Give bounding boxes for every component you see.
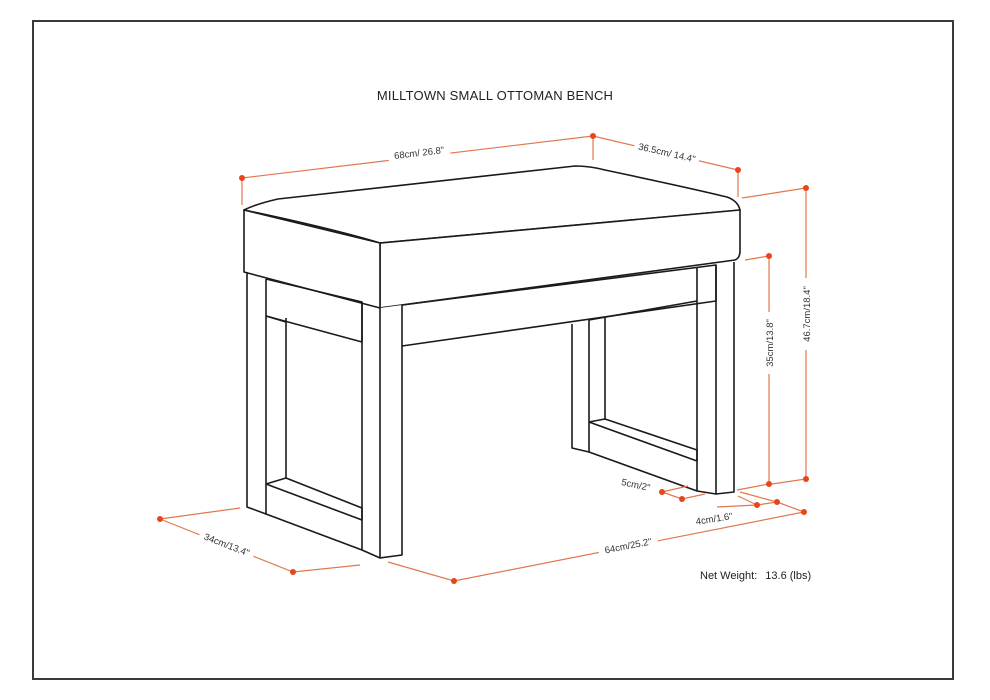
dimension-dot xyxy=(659,489,665,495)
label-leg-width: 5cm/2" xyxy=(620,477,651,494)
net-weight: Net Weight: 13.6 (lbs) xyxy=(700,570,811,582)
dimension-dot xyxy=(157,516,163,522)
label-top-width: 68cm/ 26.8" xyxy=(394,145,445,162)
dimension-dot xyxy=(754,502,760,508)
dimension-dot xyxy=(766,481,772,487)
dimension-dot xyxy=(290,569,296,575)
dimension-dots xyxy=(157,133,809,584)
dimension-dot xyxy=(766,253,772,259)
bench-outline xyxy=(243,165,741,559)
diagram-title: MILLTOWN SMALL OTTOMAN BENCH xyxy=(376,88,614,103)
net-weight-label: Net Weight: xyxy=(700,570,758,582)
dimension-dot xyxy=(803,476,809,482)
dimension-dot xyxy=(774,499,780,505)
dimension-labels: 68cm/ 26.8" 36.5cm/ 14.4" 46.7cm/18.4" 3… xyxy=(197,138,813,560)
dimension-dot xyxy=(735,167,741,173)
net-weight-value: 13.6 (lbs) xyxy=(765,570,812,582)
label-leg-height: 35cm/13.8" xyxy=(765,319,776,367)
dimension-dot xyxy=(679,496,685,502)
label-total-height: 46.7cm/18.4" xyxy=(802,286,813,342)
dimension-dot xyxy=(451,578,457,584)
diagram-frame xyxy=(32,20,954,680)
dimension-dot xyxy=(803,185,809,191)
dimension-dot xyxy=(590,133,596,139)
label-leg-depth: 4cm/1.6" xyxy=(695,511,733,528)
label-top-depth: 36.5cm/ 14.4" xyxy=(637,142,696,166)
label-base-depth: 34cm/13.4" xyxy=(202,532,251,559)
dimension-dot xyxy=(239,175,245,181)
dimension-dot xyxy=(801,509,807,515)
